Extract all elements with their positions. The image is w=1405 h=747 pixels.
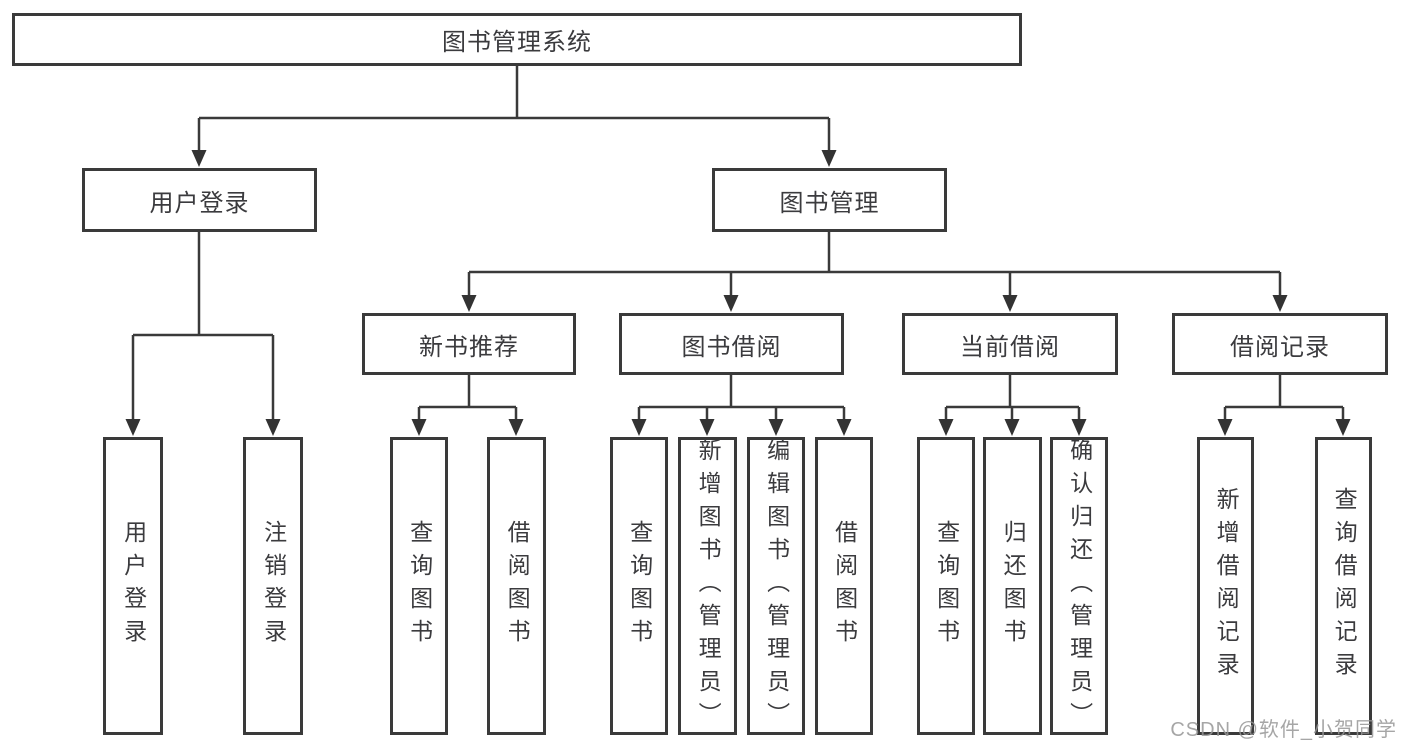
- node-new-book-rec: 新书推荐: [362, 313, 576, 375]
- node-leaf-bb-borrow-book: 借阅图书: [815, 437, 873, 735]
- node-leaf-bb-query-book-label: 查询图书: [626, 520, 653, 652]
- node-leaf-bb-add-book-label: 新增图书（管理员）: [695, 437, 722, 735]
- connector-path: [467, 232, 1282, 297]
- node-root-label: 图书管理系统: [442, 29, 592, 56]
- connector-current-to-leaves: [938, 375, 1087, 436]
- connector-path: [131, 232, 275, 421]
- node-leaf-cb-query-book: 查询图书: [917, 437, 975, 735]
- arrowhead-icon: [1004, 419, 1020, 436]
- node-book-borrow: 图书借阅: [619, 313, 844, 375]
- node-leaf-br-add-record: 新增借阅记录: [1197, 437, 1254, 735]
- node-leaf-br-add-record-label: 新增借阅记录: [1213, 487, 1240, 685]
- node-new-book-rec-label: 新书推荐: [419, 333, 519, 361]
- connector-userlogin-to-leaves: [125, 232, 281, 436]
- connector-path: [1223, 375, 1345, 421]
- connector-newbook-to-leaves: [411, 375, 524, 436]
- connector-path: [197, 66, 831, 152]
- connector-path: [417, 375, 518, 421]
- arrowhead-icon: [631, 419, 647, 436]
- arrowhead-icon: [1335, 419, 1351, 436]
- node-borrow-record-label: 借阅记录: [1230, 333, 1330, 361]
- node-leaf-logout: 注销登录: [243, 437, 303, 735]
- arrowhead-icon: [1217, 419, 1233, 436]
- arrowhead-icon: [1002, 295, 1018, 312]
- node-leaf-bb-edit-book-label: 编辑图书（管理员）: [763, 437, 790, 735]
- arrowhead-icon: [411, 419, 427, 436]
- watermark: CSDN @软件_小贺同学: [1170, 719, 1397, 741]
- arrowhead-icon: [461, 295, 477, 312]
- arrowhead-icon: [191, 150, 207, 167]
- node-leaf-nb-borrow-book-label: 借阅图书: [504, 520, 531, 652]
- node-current-borrow: 当前借阅: [902, 313, 1118, 375]
- arrowhead-icon: [821, 150, 837, 167]
- arrowhead-icon: [938, 419, 954, 436]
- node-leaf-user-login: 用户登录: [103, 437, 163, 735]
- arrowhead-icon: [265, 419, 281, 436]
- node-leaf-br-query-record-label: 查询借阅记录: [1331, 487, 1358, 685]
- node-leaf-nb-query-book-label: 查询图书: [406, 520, 433, 652]
- connector-bookmgmt-to-level3: [461, 232, 1288, 312]
- node-leaf-nb-borrow-book: 借阅图书: [487, 437, 546, 735]
- node-user-login: 用户登录: [82, 168, 317, 232]
- node-borrow-record: 借阅记录: [1172, 313, 1388, 375]
- node-leaf-bb-borrow-book-label: 借阅图书: [831, 520, 858, 652]
- arrowhead-icon: [699, 419, 715, 436]
- arrowhead-icon: [768, 419, 784, 436]
- arrowhead-icon: [836, 419, 852, 436]
- node-root: 图书管理系统: [12, 13, 1022, 66]
- connector-root-to-level2: [191, 66, 837, 167]
- node-leaf-cb-query-book-label: 查询图书: [933, 520, 960, 652]
- arrowhead-icon: [508, 419, 524, 436]
- node-book-mgmt: 图书管理: [712, 168, 947, 232]
- node-leaf-cb-return-book-label: 归还图书: [1000, 520, 1027, 652]
- node-leaf-bb-query-book: 查询图书: [610, 437, 668, 735]
- node-current-borrow-label: 当前借阅: [960, 333, 1060, 361]
- arrowhead-icon: [125, 419, 141, 436]
- node-leaf-cb-confirm-return: 确认归还（管理员）: [1050, 437, 1108, 735]
- node-leaf-bb-add-book: 新增图书（管理员）: [678, 437, 737, 735]
- node-user-login-label: 用户登录: [149, 189, 250, 217]
- connector-record-to-leaves: [1217, 375, 1351, 436]
- arrowhead-icon: [723, 295, 739, 312]
- node-leaf-user-login-label: 用户登录: [120, 520, 147, 652]
- node-leaf-bb-edit-book: 编辑图书（管理员）: [747, 437, 805, 735]
- connector-borrow-to-leaves: [631, 375, 852, 436]
- connector-path: [944, 375, 1081, 421]
- node-leaf-logout-label: 注销登录: [260, 520, 287, 652]
- node-book-borrow-label: 图书借阅: [681, 333, 782, 361]
- node-leaf-nb-query-book: 查询图书: [390, 437, 448, 735]
- node-book-mgmt-label: 图书管理: [779, 189, 880, 217]
- arrowhead-icon: [1071, 419, 1087, 436]
- connector-path: [637, 375, 846, 421]
- node-leaf-br-query-record: 查询借阅记录: [1315, 437, 1372, 735]
- node-leaf-cb-return-book: 归还图书: [983, 437, 1042, 735]
- node-leaf-cb-confirm-return-label: 确认归还（管理员）: [1066, 437, 1093, 735]
- arrowhead-icon: [1272, 295, 1288, 312]
